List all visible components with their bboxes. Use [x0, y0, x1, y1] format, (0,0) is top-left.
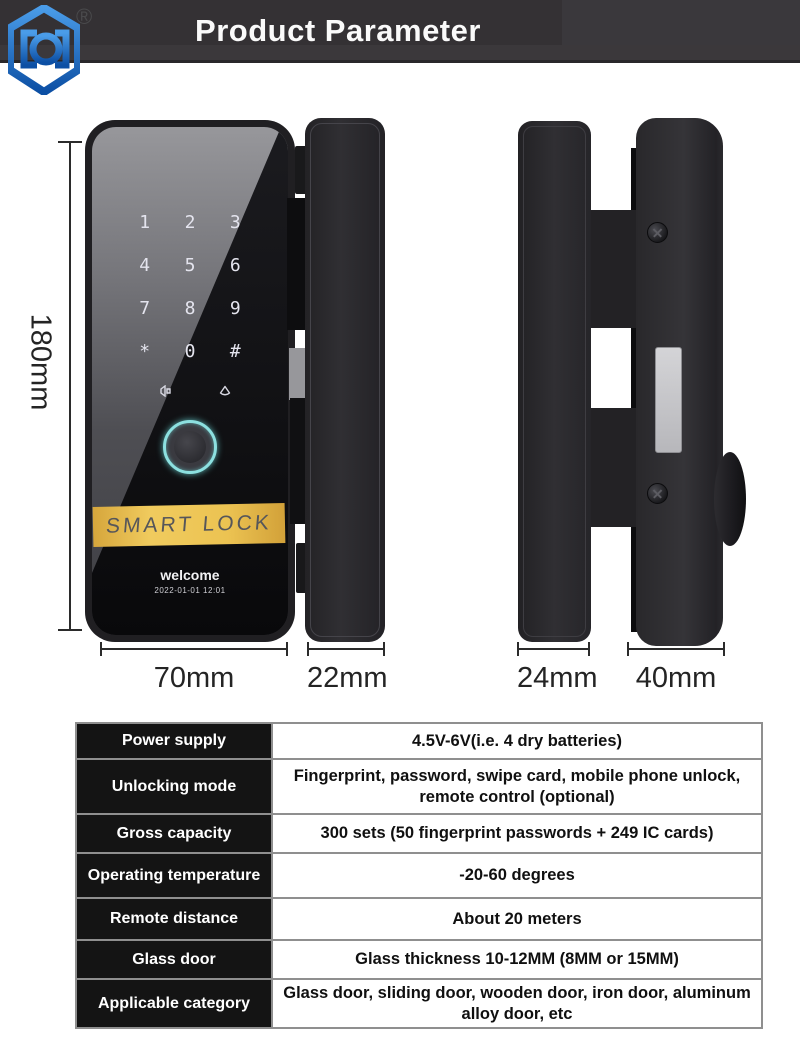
- dimension-cap: [58, 629, 82, 631]
- keypad-key: #: [229, 341, 241, 362]
- dimension-line: [100, 642, 288, 656]
- spec-label: Power supply: [75, 722, 273, 760]
- dimension-back-depth: 40mm: [627, 642, 725, 695]
- table-row: Unlocking mode Fingerprint, password, sw…: [75, 758, 763, 815]
- back-plate-outline: [523, 126, 586, 637]
- keypad-key: 4: [139, 255, 151, 276]
- registered-trademark-icon: ®: [76, 4, 93, 29]
- touch-keypad: 1 2 3 4 5 6 7 8 9 * 0 #: [122, 201, 258, 373]
- dimension-front-width: 70mm: [100, 642, 288, 695]
- keypad-key: 0: [184, 341, 196, 362]
- fingerprint-sensor: [163, 420, 217, 474]
- dimension-line: [69, 142, 71, 630]
- banner-shade: [0, 45, 800, 60]
- keypad-function-row: [92, 382, 288, 400]
- keypad-key: 8: [184, 298, 196, 319]
- assembly-strip: [631, 148, 638, 632]
- header-banner: [0, 0, 800, 63]
- table-row: Glass door Glass thickness 10-12MM (8MM …: [75, 939, 763, 980]
- fingerprint-sensor-core: [174, 431, 206, 463]
- spec-label: Unlocking mode: [75, 758, 273, 815]
- spec-table: Power supply 4.5V-6V(i.e. 4 dry batterie…: [75, 722, 763, 1029]
- spec-label: Applicable category: [75, 978, 273, 1029]
- assembly-bridge: [591, 408, 637, 527]
- spec-label: Remote distance: [75, 897, 273, 941]
- table-row: Gross capacity 300 sets (50 fingerprint …: [75, 813, 763, 854]
- dimension-label-front-width: 70mm: [153, 662, 235, 694]
- spec-value: About 20 meters: [271, 897, 763, 941]
- lock-side-view: [305, 118, 385, 642]
- screen-datetime-text: 2022-01-01 12:01: [154, 586, 226, 595]
- unlock-icon: [218, 384, 232, 402]
- lock-front-view: 1 2 3 4 5 6 7 8 9 * 0 #: [85, 120, 295, 642]
- mount-bracket: [290, 398, 308, 524]
- dimension-back-width: 24mm: [517, 642, 598, 695]
- keypad-key: 9: [229, 298, 241, 319]
- table-row: Power supply 4.5V-6V(i.e. 4 dry batterie…: [75, 722, 763, 760]
- spec-label: Operating temperature: [75, 852, 273, 899]
- spec-value: 300 sets (50 fingerprint passwords + 249…: [271, 813, 763, 854]
- brand-plate: SMART LOCK: [92, 502, 286, 548]
- keypad-key: 6: [229, 255, 241, 276]
- spec-value: Fingerprint, password, swipe card, mobil…: [271, 758, 763, 815]
- side-outline: [310, 123, 380, 637]
- spec-value: -20-60 degrees: [271, 852, 763, 899]
- doorbell-icon: [158, 384, 172, 402]
- lock-back-plate-view: [518, 121, 591, 642]
- keypad-key: *: [139, 341, 151, 362]
- screw-icon: [647, 483, 668, 504]
- lock-back-body-view: [636, 118, 723, 646]
- table-row: Applicable category Glass door, sliding …: [75, 978, 763, 1029]
- mount-spacer: [289, 348, 307, 400]
- keypad-key: 5: [184, 255, 196, 276]
- screen-welcome-text: welcome: [160, 567, 220, 583]
- dimension-label-back-width: 24mm: [517, 662, 598, 694]
- dimension-line: [517, 642, 590, 656]
- table-row: Operating temperature -20-60 degrees: [75, 852, 763, 899]
- brand-plate-text: SMART LOCK: [105, 511, 273, 538]
- screw-icon: [647, 222, 668, 243]
- mount-bracket: [287, 198, 307, 330]
- keypad-key: 3: [229, 212, 241, 233]
- spec-value: 4.5V-6V(i.e. 4 dry batteries): [271, 722, 763, 760]
- dimension-front-depth: 22mm: [307, 642, 388, 695]
- battery-slot: [655, 347, 682, 453]
- lock-front-panel: 1 2 3 4 5 6 7 8 9 * 0 #: [92, 127, 288, 635]
- keypad-key: 1: [139, 212, 151, 233]
- spec-value: Glass thickness 10-12MM (8MM or 15MM): [271, 939, 763, 980]
- lock-knob: [714, 452, 746, 546]
- banner-edge: [0, 60, 800, 63]
- keypad-key: 2: [184, 212, 196, 233]
- dimension-label-back-depth: 40mm: [635, 662, 717, 694]
- dimension-line: [307, 642, 385, 656]
- assembly-bridge: [591, 210, 637, 328]
- keypad-key: 7: [139, 298, 151, 319]
- table-row: Remote distance About 20 meters: [75, 897, 763, 941]
- dimension-label-height: 180mm: [24, 313, 57, 411]
- page-title: Product Parameter: [195, 13, 481, 48]
- brand-logo-icon: [6, 3, 82, 100]
- spec-label: Glass door: [75, 939, 273, 980]
- spec-label: Gross capacity: [75, 813, 273, 854]
- dimension-line: [627, 642, 725, 656]
- dimension-label-front-depth: 22mm: [307, 662, 388, 694]
- spec-value: Glass door, sliding door, wooden door, i…: [271, 978, 763, 1029]
